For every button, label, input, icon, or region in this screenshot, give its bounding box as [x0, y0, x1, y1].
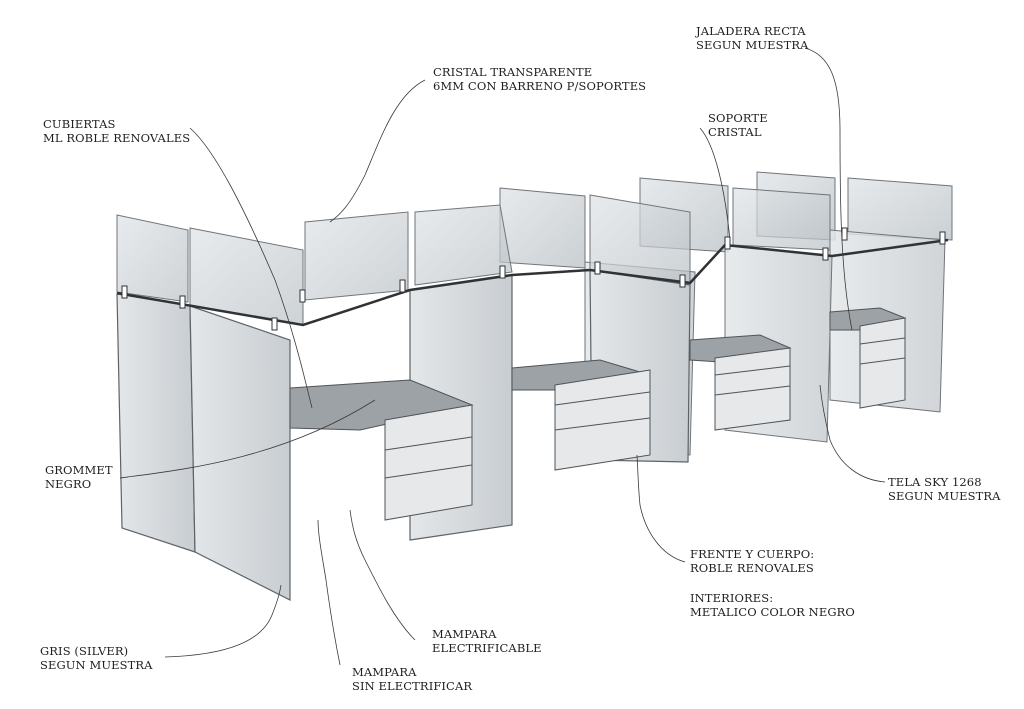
label-cubiertas-line2: ML ROBLE RENOVALES — [43, 131, 191, 145]
label-interiores-line2: METALICO COLOR NEGRO — [690, 605, 855, 619]
label-mampara-electrificable: MAMPARA ELECTRIFICABLE — [432, 627, 542, 655]
label-tela-line2: SEGUN MUESTRA — [888, 489, 1001, 503]
label-cristal: CRISTAL TRANSPARENTE 6MM CON BARRENO P/S… — [433, 65, 646, 93]
label-jaladera-line1: JALADERA RECTA — [696, 24, 806, 38]
desk-surfaces — [289, 307, 907, 431]
label-grommet-line1: GROMMET — [45, 463, 113, 477]
label-mampara-sin-line1: MAMPARA — [352, 665, 417, 679]
front-glass-panels — [116, 187, 831, 326]
label-mampara-sin: MAMPARA SIN ELECTRIFICAR — [352, 665, 472, 693]
label-soporte-line1: SOPORTE — [708, 111, 768, 125]
label-gris: GRIS (SILVER) SEGUN MUESTRA — [40, 644, 153, 672]
label-gris-line2: SEGUN MUESTRA — [40, 658, 153, 672]
label-soporte: SOPORTE CRISTAL — [708, 111, 768, 139]
label-interiores-line1: INTERIORES: — [690, 591, 774, 605]
label-grommet-line2: NEGRO — [45, 477, 92, 491]
label-gris-line1: GRIS (SILVER) — [40, 644, 129, 658]
label-cristal-line2: 6MM CON BARRENO P/SOPORTES — [433, 79, 647, 93]
label-jaladera-line2: SEGUN MUESTRA — [696, 38, 809, 52]
label-tela-line1: TELA SKY 1268 — [888, 475, 982, 489]
leader-lines — [119, 47, 886, 666]
label-jaladera: JALADERA RECTA SEGUN MUESTRA — [696, 24, 809, 52]
label-soporte-line2: CRISTAL — [708, 125, 762, 139]
label-frente-line1: FRENTE Y CUERPO: — [690, 547, 815, 561]
label-interiores: INTERIORES: METALICO COLOR NEGRO — [690, 591, 855, 619]
glass-support-clips — [121, 227, 946, 331]
label-frente-line2: ROBLE RENOVALES — [690, 561, 814, 575]
label-mampara-sin-line2: SIN ELECTRIFICAR — [352, 679, 473, 693]
label-mampara-elec-line1: MAMPARA — [432, 627, 497, 641]
label-cristal-line1: CRISTAL TRANSPARENTE — [433, 65, 593, 79]
label-cubiertas: CUBIERTAS ML ROBLE RENOVALES — [43, 117, 190, 145]
label-frente: FRENTE Y CUERPO: ROBLE RENOVALES — [690, 547, 814, 575]
label-cubiertas-line1: CUBIERTAS — [43, 117, 116, 131]
drawer-lines — [384, 337, 906, 479]
label-mampara-elec-line2: ELECTRIFICABLE — [432, 641, 542, 655]
label-tela: TELA SKY 1268 SEGUN MUESTRA — [888, 475, 1001, 503]
label-grommet: GROMMET NEGRO — [45, 463, 113, 491]
top-rails — [116, 238, 949, 327]
